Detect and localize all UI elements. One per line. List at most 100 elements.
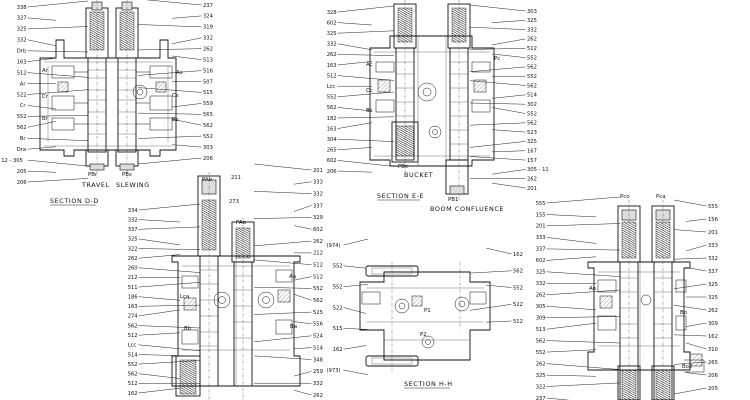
callout-number: 602: [313, 227, 323, 233]
callout-number: 163: [17, 60, 27, 66]
callout-number: 262: [203, 47, 213, 53]
callout-number: 274: [128, 314, 139, 320]
leader-line: [253, 163, 312, 171]
callout-number: 259: [313, 369, 323, 375]
callout-number: 163: [327, 126, 337, 132]
leader-line: [293, 276, 312, 281]
callout-number: 337: [128, 227, 138, 233]
callout-number: 325: [17, 27, 27, 33]
callout-number: 522: [513, 302, 523, 308]
leader-line: [337, 122, 373, 129]
leader-line: [685, 267, 707, 272]
leader-line: [27, 146, 57, 150]
callout-number: 332: [313, 381, 323, 387]
leader-line: [27, 138, 89, 141]
callout-number: 514: [527, 93, 538, 99]
callout-number: 512: [128, 333, 138, 339]
leader-line: [27, 17, 57, 21]
callout-number: Dra: [17, 147, 26, 153]
callout-number: 12 - 305: [1, 158, 23, 164]
callout-number: 513: [536, 327, 546, 333]
leader-line: [138, 267, 201, 273]
leader-line: [138, 332, 181, 336]
port-label: Bc: [366, 108, 373, 114]
callout-number: 303: [203, 145, 213, 151]
leader-line: [27, 39, 57, 47]
port-label: Br: [42, 116, 49, 122]
leader-line: [337, 138, 395, 142]
leader-line: [469, 66, 526, 72]
leader-line: [138, 354, 181, 356]
leader-line: [469, 102, 526, 105]
callout-number: 304: [327, 137, 338, 143]
leader-line: [673, 199, 707, 207]
port-label: Lca: [180, 294, 189, 300]
callout-number: 552: [513, 285, 523, 291]
callout-number: 602: [327, 158, 337, 164]
callout-number: 237: [536, 396, 546, 400]
callout-number: 163: [128, 304, 138, 310]
callout-number: 516: [203, 68, 213, 74]
callout-number: 302: [527, 102, 537, 108]
callout-number: Ar: [20, 81, 27, 87]
port-label: Pc: [494, 56, 500, 62]
callouts-left: 5551552013333376023253322623053095135625…: [536, 196, 621, 400]
leader-line: [546, 316, 621, 318]
callout-number: 332: [313, 192, 323, 198]
leader-line: [343, 328, 369, 330]
leader-line: [485, 247, 512, 255]
section-g-g: Pco Pca Ao Bo Bo2 5551552013333376023253…: [536, 194, 718, 400]
callout-number: 262: [128, 256, 138, 262]
callout-number: 262: [536, 361, 546, 367]
callout-number: 562: [527, 65, 537, 71]
callout-number: 552: [17, 114, 27, 120]
callout-number: 163: [327, 63, 337, 69]
callout-number: 332: [203, 36, 213, 42]
callout-number: (974): [327, 243, 341, 249]
leader-line: [137, 87, 202, 93]
callout-number: 319: [203, 25, 213, 31]
leader-line: [546, 363, 621, 370]
callout-number: 305 - 11: [527, 167, 549, 173]
leader-line: [491, 94, 526, 99]
leader-line: [546, 374, 597, 377]
callout-number: 552: [333, 264, 343, 270]
leader-line: [137, 24, 202, 28]
callout-number: 562: [536, 338, 546, 344]
leader-line: [337, 75, 395, 81]
callout-number: 513: [203, 57, 213, 63]
leader-line: [337, 54, 395, 56]
leader-line: [343, 345, 367, 350]
section-subtitle-slewing: SLEWING: [116, 181, 150, 189]
leader-line: [469, 48, 526, 50]
leader-line: [27, 50, 89, 53]
callout-number: Drb: [17, 49, 27, 55]
callout-number: 322: [536, 384, 546, 390]
leader-line: [337, 107, 373, 112]
leader-line: [138, 254, 181, 259]
callout-number: 162: [333, 347, 343, 353]
leader-line: [253, 335, 312, 343]
leader-line: [27, 178, 89, 183]
leader-line: [673, 387, 707, 395]
callout-number: 305: [536, 304, 546, 310]
callout-number: 522: [17, 92, 27, 98]
leader-line: [685, 322, 707, 327]
port-label: Ar: [42, 68, 49, 74]
leader-line: [343, 284, 369, 287]
callouts-left: 338327325332Drb163512Ar522Cr552562BrDra1…: [1, 0, 89, 186]
callout-number: 162: [513, 252, 523, 258]
leader-line: [546, 340, 621, 344]
port-label: Bo2: [682, 364, 692, 370]
leader-line: [27, 114, 89, 117]
callout-number: 325: [536, 373, 546, 379]
leader-line: [343, 265, 367, 269]
callout-number: 325: [128, 237, 138, 243]
leader-line: [546, 214, 597, 218]
callout-number: 211: [231, 175, 241, 181]
leader-line: [137, 70, 202, 76]
callout-number: 265: [708, 360, 718, 366]
leader-line: [253, 217, 312, 219]
leader-line: [337, 91, 395, 98]
